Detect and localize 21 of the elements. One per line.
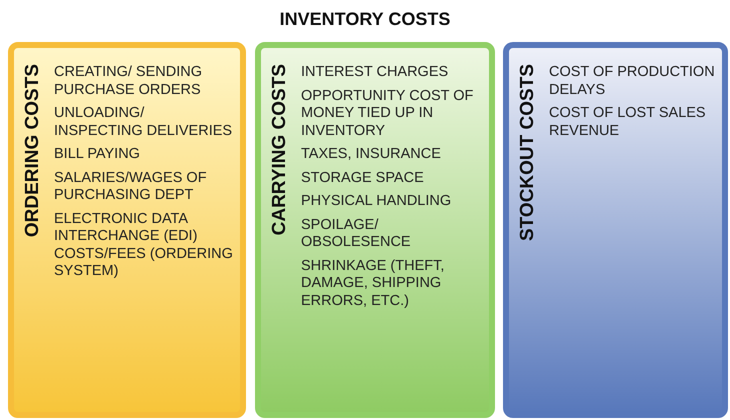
- category-panel: [255, 42, 495, 418]
- cost-item: OPPORTUNITY COST OF MONEY TIED UP IN INVENTORY: [301, 88, 474, 140]
- category-panel: [503, 42, 728, 418]
- cost-item: UNLOADING/ INSPECTING DELIVERIES: [54, 105, 234, 140]
- category-heading: ORDERING COSTS: [22, 64, 44, 238]
- cost-item: CREATING/ SENDING PURCHASE ORDERS: [54, 64, 203, 99]
- category-heading: STOCKOUT COSTS: [517, 64, 539, 241]
- cost-item: SHRINKAGE (THEFT, DAMAGE, SHIPPING ERRORS, ETC.): [301, 258, 446, 310]
- cost-item: SALARIES/WAGES OF PURCHASING DEPT: [54, 170, 208, 204]
- cost-item: INTEREST CHARGES: [301, 64, 450, 82]
- cost-item: TAXES, INSURANCE: [301, 146, 442, 164]
- category-heading: CARRYING COSTS: [269, 64, 291, 236]
- category-panel: [8, 42, 246, 418]
- cost-item: COST OF PRODUCTION DELAYS: [549, 64, 716, 99]
- cost-item: STORAGE SPACE: [301, 170, 425, 187]
- cost-item: BILL PAYING: [54, 146, 141, 164]
- cost-item: PHYSICAL HANDLING: [301, 193, 452, 210]
- cost-item: COST OF LOST SALES REVENUE: [549, 105, 707, 140]
- diagram-title: INVENTORY COSTS: [278, 9, 452, 30]
- cost-item: ELECTRONIC DATA INTERCHANGE (EDI) COSTS/FEES (ORDERING SYSTEM): [54, 210, 234, 280]
- cost-item: SPOILAGE/ OBSOLESENCE: [301, 216, 412, 252]
